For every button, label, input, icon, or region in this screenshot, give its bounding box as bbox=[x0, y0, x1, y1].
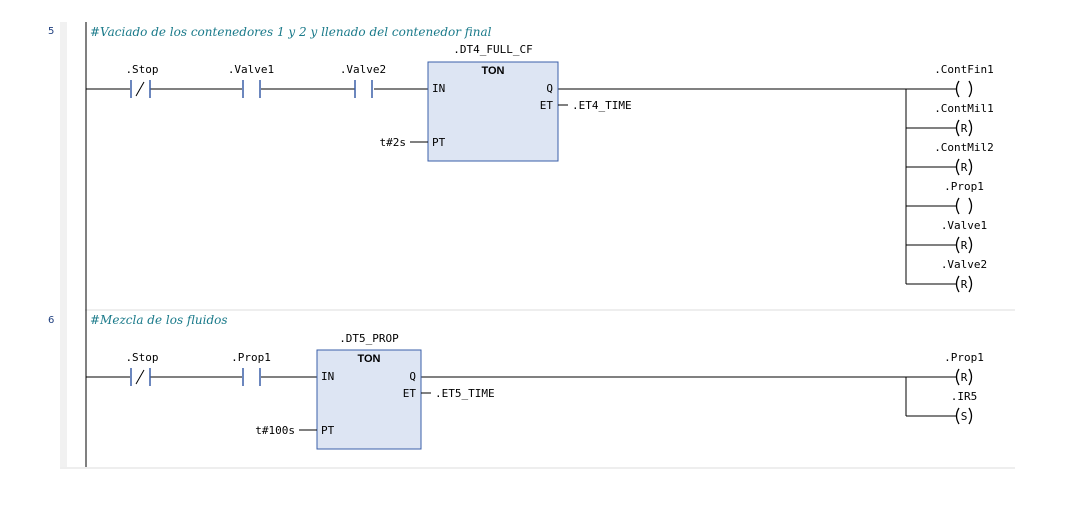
ton-block-dt5-prop[interactable]: .DT5_PROP TON IN PT Q ET t#100s .ET5_TIM… bbox=[255, 332, 495, 450]
contact-variable: .Valve2 bbox=[340, 63, 386, 76]
coil-variable: .IR5 bbox=[951, 390, 978, 403]
pin-q: Q bbox=[409, 370, 416, 383]
coil-left-paren bbox=[955, 80, 960, 98]
coil-right-paren bbox=[968, 236, 973, 254]
contact-valve2[interactable]: .Valve2 bbox=[340, 63, 386, 98]
coil-right-paren bbox=[968, 158, 973, 176]
coil-symbol: R bbox=[961, 239, 968, 252]
coil-right-paren bbox=[968, 197, 973, 215]
coil-right-paren bbox=[968, 80, 973, 98]
contact-valve1[interactable]: .Valve1 bbox=[228, 63, 274, 98]
pin-et: ET bbox=[403, 387, 417, 400]
coil-symbol: R bbox=[961, 371, 968, 384]
contact-stop-negated[interactable]: .Stop bbox=[125, 63, 159, 98]
coil-left-paren bbox=[955, 119, 960, 137]
coil-symbol: S bbox=[961, 410, 968, 423]
function-block bbox=[316, 349, 422, 450]
coil-left-paren bbox=[955, 236, 960, 254]
coil-left-paren bbox=[955, 275, 960, 293]
negation-slash bbox=[135, 81, 145, 97]
coil-right-paren bbox=[968, 275, 973, 293]
pin-in: IN bbox=[321, 370, 334, 383]
pt-value[interactable]: t#2s bbox=[380, 136, 407, 149]
coil-variable: .ContMil2 bbox=[934, 141, 994, 154]
et-variable[interactable]: .ET5_TIME bbox=[435, 387, 495, 400]
coil[interactable]: .ContFin1 bbox=[934, 63, 994, 98]
coil-symbol: R bbox=[961, 122, 968, 135]
editor-gutter bbox=[60, 22, 67, 467]
network-comment[interactable]: #Mezcla de los fluidos bbox=[90, 313, 228, 327]
contact-prop1[interactable]: .Prop1 bbox=[231, 351, 271, 386]
pin-et: ET bbox=[540, 99, 554, 112]
coil-left-paren bbox=[955, 407, 960, 425]
coil-symbol: R bbox=[961, 161, 968, 174]
pin-pt: PT bbox=[321, 424, 335, 437]
coil-variable: .Prop1 bbox=[944, 351, 984, 364]
coil-variable: .ContFin1 bbox=[934, 63, 994, 76]
block-type: TON bbox=[481, 65, 504, 77]
pt-value[interactable]: t#100s bbox=[255, 424, 295, 437]
coil-right-paren bbox=[968, 368, 973, 386]
coil-variable: .Valve1 bbox=[941, 219, 987, 232]
coil-variable: .Valve2 bbox=[941, 258, 987, 271]
coil-left-paren bbox=[955, 158, 960, 176]
et-variable[interactable]: .ET4_TIME bbox=[572, 99, 632, 112]
network-number: 5 bbox=[48, 26, 54, 37]
network-number: 6 bbox=[48, 315, 54, 326]
block-type: TON bbox=[357, 353, 380, 365]
coil[interactable]: .Prop1 bbox=[906, 180, 984, 215]
contact-variable: .Stop bbox=[125, 351, 158, 364]
function-block bbox=[427, 61, 559, 162]
negation-slash bbox=[135, 369, 145, 385]
network-6[interactable]: 6 #Mezcla de los fluidos .Stop .Prop1 .D… bbox=[48, 313, 984, 450]
ton-block-dt4-full-cf[interactable]: .DT4_FULL_CF TON IN PT Q ET t#2s .ET4_TI… bbox=[380, 43, 632, 162]
coil-variable: .ContMil1 bbox=[934, 102, 994, 115]
contact-stop-negated[interactable]: .Stop bbox=[125, 351, 159, 386]
block-instance: .DT4_FULL_CF bbox=[453, 43, 532, 56]
network-5[interactable]: 5 #Vaciado de los contenedores 1 y 2 y l… bbox=[48, 25, 994, 293]
block-instance: .DT5_PROP bbox=[339, 332, 399, 345]
contact-variable: .Stop bbox=[125, 63, 158, 76]
pin-in: IN bbox=[432, 82, 445, 95]
coil-right-paren bbox=[968, 407, 973, 425]
contact-variable: .Valve1 bbox=[228, 63, 274, 76]
contact-variable: .Prop1 bbox=[231, 351, 271, 364]
pin-pt: PT bbox=[432, 136, 446, 149]
coil-left-paren bbox=[955, 368, 960, 386]
coil-symbol: R bbox=[961, 278, 968, 291]
coil-right-paren bbox=[968, 119, 973, 137]
network-comment[interactable]: #Vaciado de los contenedores 1 y 2 y lle… bbox=[90, 25, 492, 39]
pin-q: Q bbox=[546, 82, 553, 95]
coil-left-paren bbox=[955, 197, 960, 215]
coil-variable: .Prop1 bbox=[944, 180, 984, 193]
